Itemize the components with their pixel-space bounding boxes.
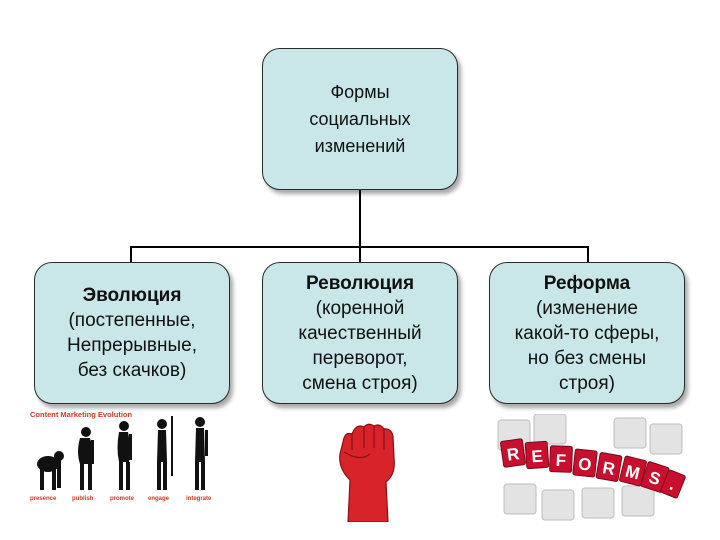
raised-fist-icon (339, 423, 395, 522)
reforms-puzzle-icon: R E F O R M S . (497, 414, 686, 521)
node-title: Революция (305, 272, 415, 294)
reform-letter: F (555, 451, 566, 470)
reform-letter: S (646, 468, 663, 490)
node-title: Реформа (543, 272, 631, 294)
connector-reform (587, 246, 589, 262)
reform-letter: R (506, 444, 521, 465)
stage-label: publish (72, 496, 94, 502)
connector-evolution (130, 246, 132, 262)
reform-letter: M (623, 462, 641, 484)
stage-label: promote (110, 496, 135, 502)
reform-letter: . (667, 475, 679, 494)
evolution-silhouettes-icon: Content Marketing Evolution (30, 410, 212, 502)
evolution-node: Эволюция (постепенные, Непрерывные, без … (34, 262, 230, 404)
node-line: Непрерывные, (66, 335, 198, 356)
node-line: переворот, (312, 347, 408, 369)
connector-root-down (359, 190, 361, 247)
reform-letter: R (601, 458, 616, 479)
node-line: (коренной (315, 297, 405, 319)
node-line: какой-то сферы, (514, 322, 660, 344)
node-line: без скачков) (77, 360, 187, 381)
evolution-caption: Content Marketing Evolution (30, 410, 133, 419)
node-line: (изменение (535, 297, 638, 319)
root-node: Формы социальных изменений (262, 48, 458, 190)
node-title: Эволюция (82, 285, 182, 306)
stage-label: presence (30, 496, 57, 502)
root-line: социальных (309, 108, 411, 129)
node-line: смена строя) (302, 372, 418, 394)
node-line: (постепенные, (68, 310, 196, 331)
node-line: строя) (559, 372, 615, 394)
root-line: изменений (314, 135, 406, 156)
stage-label: integrate (186, 496, 212, 502)
reform-letter: E (531, 447, 544, 467)
root-line: Формы (330, 81, 390, 102)
node-line: качественный (298, 322, 422, 344)
revolution-node: Революция (коренной качественный перевор… (262, 262, 458, 404)
node-line: но без смены (527, 347, 647, 369)
reform-node: Реформа (изменение какой-то сферы, но бе… (489, 262, 685, 404)
stage-label: engage (148, 496, 170, 502)
connector-revolution (359, 246, 361, 262)
reform-letter: O (577, 454, 592, 474)
